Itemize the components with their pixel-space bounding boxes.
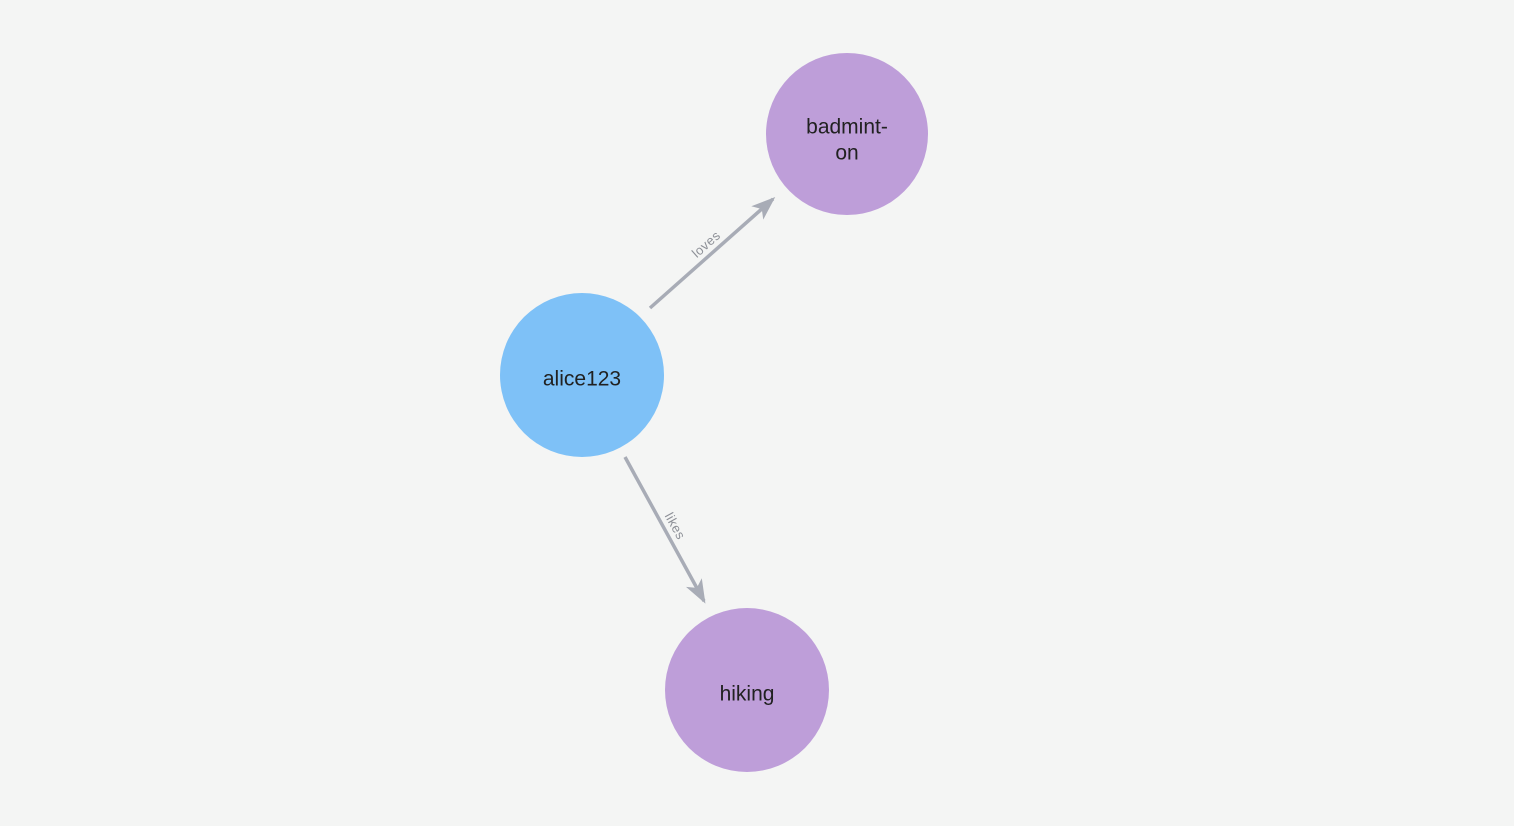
edge-alice123-likes-hiking: likes [623,456,706,604]
edge-alice123-loves-badminton: loves [648,197,776,310]
node-circle-alice123[interactable] [500,293,664,457]
node-badminton: badmint- on [766,53,928,215]
node-circle-hiking[interactable] [665,608,829,772]
edge-line-likes[interactable] [623,456,706,604]
node-alice123: alice123 [500,293,664,457]
edge-line-loves[interactable] [648,197,776,310]
edge-label-likes[interactable]: likes [662,510,689,542]
node-circle-badminton[interactable] [766,53,928,215]
edge-label-loves[interactable]: loves [689,228,724,261]
node-hiking: hiking [665,608,829,772]
